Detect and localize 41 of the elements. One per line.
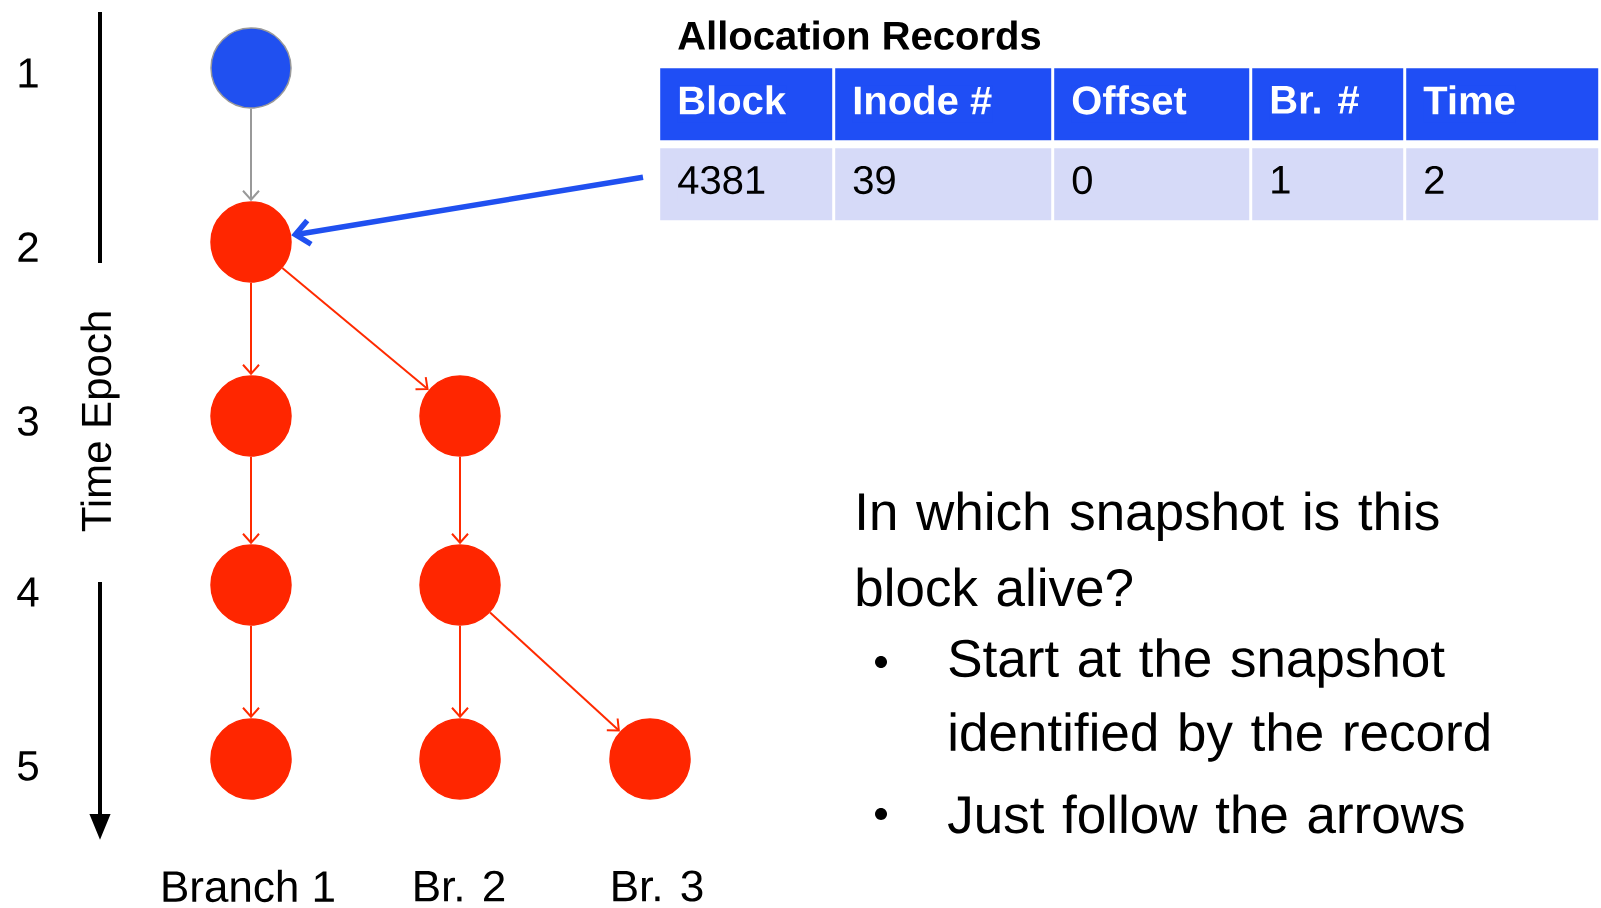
- branch-label: Branch 1: [163, 869, 334, 903]
- branch-label: Br. 3: [613, 870, 703, 902]
- table-cell: 2: [1406, 148, 1599, 221]
- table-header-cell: Inode #: [835, 68, 1052, 141]
- arrow: [281, 267, 429, 391]
- table-cell: 1: [1252, 148, 1404, 221]
- arrow: [451, 455, 469, 545]
- epoch-number: 1: [19, 58, 38, 88]
- snapshot-circle: [419, 718, 501, 800]
- table-cell: 4381: [660, 148, 833, 221]
- bullet-text: Just follow the arrows: [948, 794, 1464, 834]
- arrow: [291, 174, 644, 247]
- arrow: [489, 611, 620, 732]
- snapshot-circle: [210, 544, 292, 626]
- table-header-cell: Offset: [1054, 68, 1250, 141]
- epoch-number: 2: [18, 232, 38, 262]
- snapshot-circle: [210, 375, 292, 457]
- epoch-number: 5: [18, 751, 38, 781]
- snapshot-circle: [210, 718, 292, 800]
- epoch-number: 3: [17, 406, 38, 436]
- table-title: Allocation Records: [678, 20, 1041, 50]
- arrow: [242, 281, 260, 376]
- question-text: In which snapshot is this block alive?: [857, 491, 1439, 607]
- bullet-text: Start at the snapshot identified by the record: [949, 638, 1489, 762]
- snapshot-circle: [210, 27, 292, 109]
- epoch-number: 4: [17, 577, 39, 607]
- table-header-cell: Block: [660, 68, 833, 141]
- table-cell: 39: [835, 148, 1052, 221]
- table-header-cell: Time: [1406, 68, 1599, 141]
- arrow: [242, 624, 260, 719]
- table-cell: 0: [1054, 148, 1250, 221]
- snapshot-circle: [419, 375, 501, 457]
- arrow: [242, 107, 260, 202]
- snapshot-circle: [609, 718, 691, 800]
- arrow: [451, 624, 469, 719]
- arrow: [242, 455, 260, 545]
- snapshot-circle: [419, 544, 501, 626]
- table-header-cell: Br. #: [1252, 68, 1404, 141]
- snapshot-circle: [210, 201, 292, 283]
- branch-label: Br. 2: [415, 870, 505, 902]
- axis-label: Time Epoch: [80, 312, 120, 532]
